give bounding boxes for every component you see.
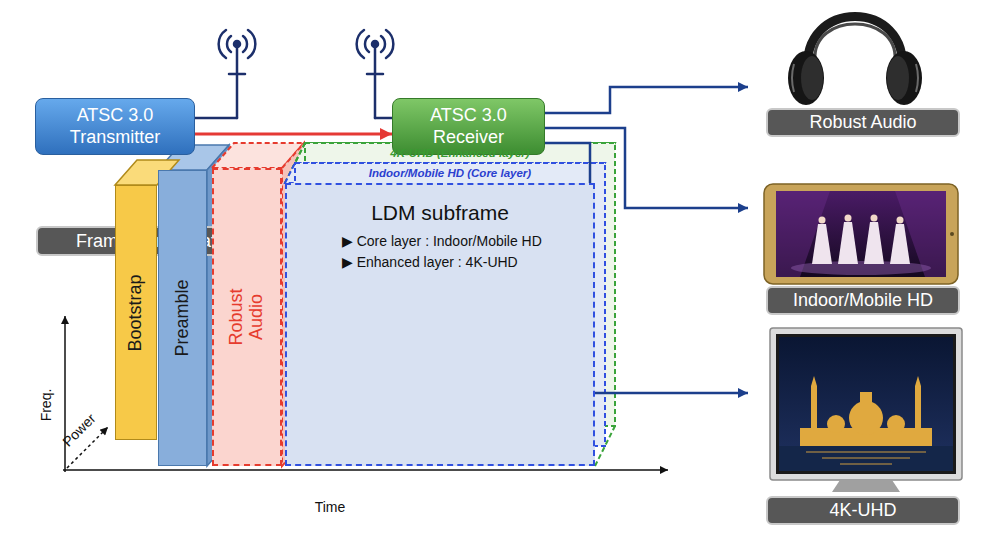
television-picture: [822, 457, 910, 459]
television-picture: [840, 463, 892, 465]
television-picture: [800, 376, 932, 446]
television-picture: [887, 415, 905, 433]
headphones-picture: [916, 64, 918, 92]
headphones-picture: [801, 56, 823, 100]
layer-label: 4K-UHD (Enhanced layer): [390, 147, 529, 159]
preamble-block: Preamble: [158, 170, 207, 466]
output-arrow: [545, 87, 748, 113]
transmitter-antenna: [234, 41, 240, 47]
device-label: Indoor/Mobile HD: [766, 286, 960, 315]
tablet-picture: [764, 184, 958, 284]
tablet-picture: [791, 261, 931, 275]
transmitter-antenna: [243, 36, 247, 52]
node-text: ▶ Enhanced layer : 4K-UHD: [342, 254, 585, 270]
frame-axes: [64, 316, 66, 472]
headphones-picture: [808, 17, 903, 73]
tablet-picture: [897, 217, 904, 224]
television-picture: [806, 452, 926, 464]
receiver-antenna: [386, 30, 393, 58]
television-picture: [779, 446, 953, 471]
tablet-picture: [819, 217, 826, 224]
television-picture: [849, 401, 883, 435]
transmitter-antenna: [195, 117, 237, 120]
layer-label: Indoor/Mobile HD (Core layer): [369, 167, 531, 179]
tablet-picture: [838, 222, 858, 264]
tablet-picture: [864, 222, 884, 264]
headphones-picture: [887, 56, 909, 100]
tablet-picture: [871, 215, 878, 222]
output-device: Indoor/Mobile HD: [748, 180, 974, 320]
node-text: ATSC 3.0 Receiver: [409, 105, 528, 148]
node-text: Robust Audio: [227, 284, 267, 350]
television-picture: [827, 415, 845, 433]
headphones-picture: [815, 24, 895, 60]
headphones-picture: [788, 51, 824, 105]
axis-label: Power: [59, 410, 98, 449]
receiver-antenna: [372, 41, 378, 47]
tablet-picture: [764, 184, 958, 284]
television-picture: [915, 386, 921, 430]
receiver-antenna: [357, 30, 364, 58]
tablet-picture: [812, 224, 832, 264]
receiver-antenna: [374, 46, 377, 118]
television-picture: [860, 392, 872, 402]
transmitter-antenna: [229, 73, 245, 76]
receiver-antenna: [381, 36, 385, 52]
television-picture: [915, 376, 921, 386]
transmitter-antenna: [227, 36, 231, 52]
tablet-picture: [812, 215, 910, 265]
ldm-subframe-block: LDM subframe ▶ Core layer : Indoor/Mobile…: [285, 183, 595, 466]
television-picture: [770, 328, 962, 492]
node-text: ATSC 3.0 Transmitter: [50, 105, 180, 148]
frame-axes: [63, 469, 668, 471]
device-label: Robust Audio: [766, 108, 960, 137]
tablet-picture: [890, 224, 910, 264]
receiver-antenna: [365, 36, 369, 52]
headphones-picture: [788, 17, 922, 106]
node-text: ▶ Core layer : Indoor/Mobile HD: [342, 233, 585, 249]
enhanced-layer-plane: [285, 143, 615, 466]
receiver-antenna: [357, 30, 394, 118]
television-picture: [806, 451, 926, 453]
transmitter-box: ATSC 3.0 Transmitter: [35, 98, 195, 155]
transmitter-antenna: [195, 30, 255, 118]
transmitter-antenna: [219, 30, 226, 58]
tablet-picture: [845, 215, 852, 222]
bootstrap-block: Bootstrap: [115, 185, 157, 440]
receiver-antenna: [375, 117, 392, 120]
tablet-picture: [776, 191, 946, 277]
headphones-picture: [886, 51, 922, 105]
headphones-picture: [792, 64, 794, 92]
transmitter-antenna: [236, 46, 239, 118]
axis-label: Time: [315, 499, 346, 515]
television-picture: [832, 480, 900, 492]
transmitter-antenna: [248, 30, 255, 58]
output-device: Robust Audio: [748, 0, 968, 140]
television-picture: [779, 337, 953, 471]
output-device: 4K-UHD: [748, 325, 963, 530]
receiver-box: ATSC 3.0 Receiver: [392, 98, 545, 155]
tablet-picture: [950, 232, 954, 236]
television-picture: [811, 386, 817, 430]
robust-audio-block: Robust Audio: [212, 168, 282, 466]
axis-label: Freq.: [38, 389, 54, 422]
television-picture: [776, 334, 956, 474]
device-label: 4K-UHD: [766, 496, 960, 525]
television-picture: [770, 328, 962, 480]
receiver-antenna: [367, 73, 383, 76]
television-picture: [811, 376, 817, 386]
node-text: Bootstrap: [126, 274, 146, 351]
broadcast-arrow: [195, 133, 392, 136]
node-text: Preamble: [173, 279, 193, 356]
node-text: LDM subframe: [287, 201, 593, 225]
